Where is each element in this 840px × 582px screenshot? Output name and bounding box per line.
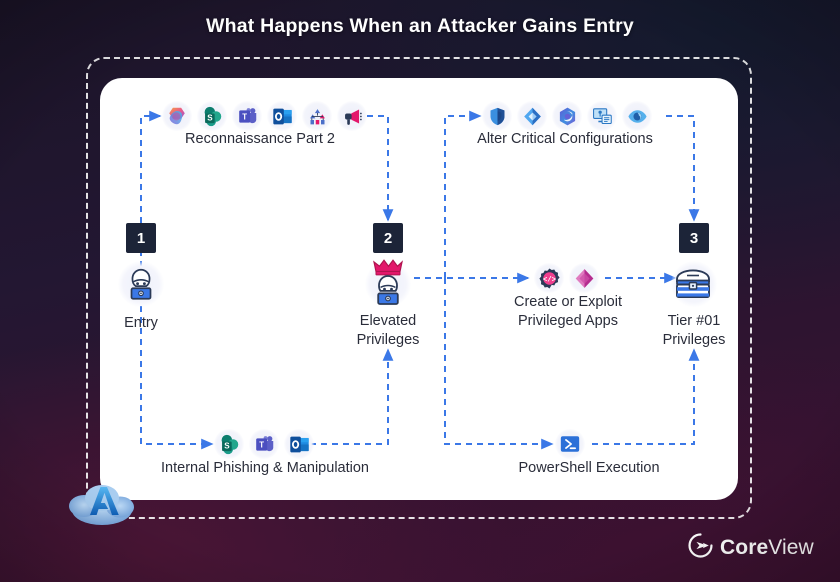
coreview-logo-icon — [688, 533, 713, 563]
app-registration-icon: </> — [534, 263, 564, 293]
sharepoint-icon: S — [197, 101, 227, 131]
powershell-icon — [555, 429, 585, 459]
treasure-chest-icon — [673, 265, 713, 308]
step-tier01-label: Tier #01 Privileges — [662, 313, 726, 348]
svg-text:T: T — [259, 440, 264, 449]
svg-text:S: S — [224, 441, 230, 450]
power-apps-icon — [569, 263, 599, 293]
megaphone-icon — [337, 101, 367, 131]
coreview-name-light: View — [768, 536, 814, 559]
microsoft-copilot-icon — [162, 101, 192, 131]
privileged-apps-label: Create or Exploit Privileged Apps — [514, 294, 622, 329]
org-chart-icon — [302, 101, 332, 131]
privileged-apps-icon-row: </> — [534, 263, 599, 293]
microsoft-teams-icon: T — [249, 429, 279, 459]
coreview-wordmark: CoreView — [720, 536, 814, 560]
powershell-label: PowerShell Execution — [518, 460, 660, 476]
internal-phishing-label: Internal Phishing & Manipulation — [161, 460, 369, 476]
page-title: What Happens When an Attacker Gains Entr… — [206, 15, 634, 37]
eye-icon — [622, 101, 652, 131]
crowned-hacker-icon — [367, 257, 409, 312]
step-1-badge: 1 — [126, 223, 156, 253]
sharepoint-icon: S — [214, 429, 244, 459]
coreview-name-bold: Core — [720, 536, 769, 559]
reconnaissance-icon-row: S T — [162, 101, 367, 131]
coreview-logo: CoreView — [688, 533, 814, 563]
step-entry-label: Entry — [124, 315, 158, 331]
connector-lines — [140, 110, 700, 450]
entra-id-icon — [517, 101, 547, 131]
alter-configurations-icon-row — [482, 101, 652, 131]
defender-shield-icon — [482, 101, 512, 131]
powershell-icon-row — [555, 429, 585, 459]
remote-desktop-icon — [587, 101, 617, 131]
alter-configurations-label: Alter Critical Configurations — [477, 131, 653, 147]
azure-cloud-icon — [60, 474, 144, 532]
outlook-icon — [284, 429, 314, 459]
reconnaissance-label: Reconnaissance Part 2 — [185, 131, 335, 147]
internal-phishing-icon-row: S T — [214, 429, 314, 459]
microsoft-365-icon — [552, 101, 582, 131]
diagram-card: S T — [100, 78, 738, 500]
svg-text:</>: </> — [543, 276, 556, 284]
step-2-badge: 2 — [373, 223, 403, 253]
step-3-badge: 3 — [679, 223, 709, 253]
hacker-icon — [122, 265, 160, 308]
step-elevated-label: Elevated Privileges — [356, 313, 420, 348]
dashed-outer-frame — [86, 57, 752, 519]
outlook-icon — [267, 101, 297, 131]
svg-text:S: S — [207, 113, 213, 122]
svg-text:T: T — [242, 112, 247, 121]
microsoft-teams-icon: T — [232, 101, 262, 131]
